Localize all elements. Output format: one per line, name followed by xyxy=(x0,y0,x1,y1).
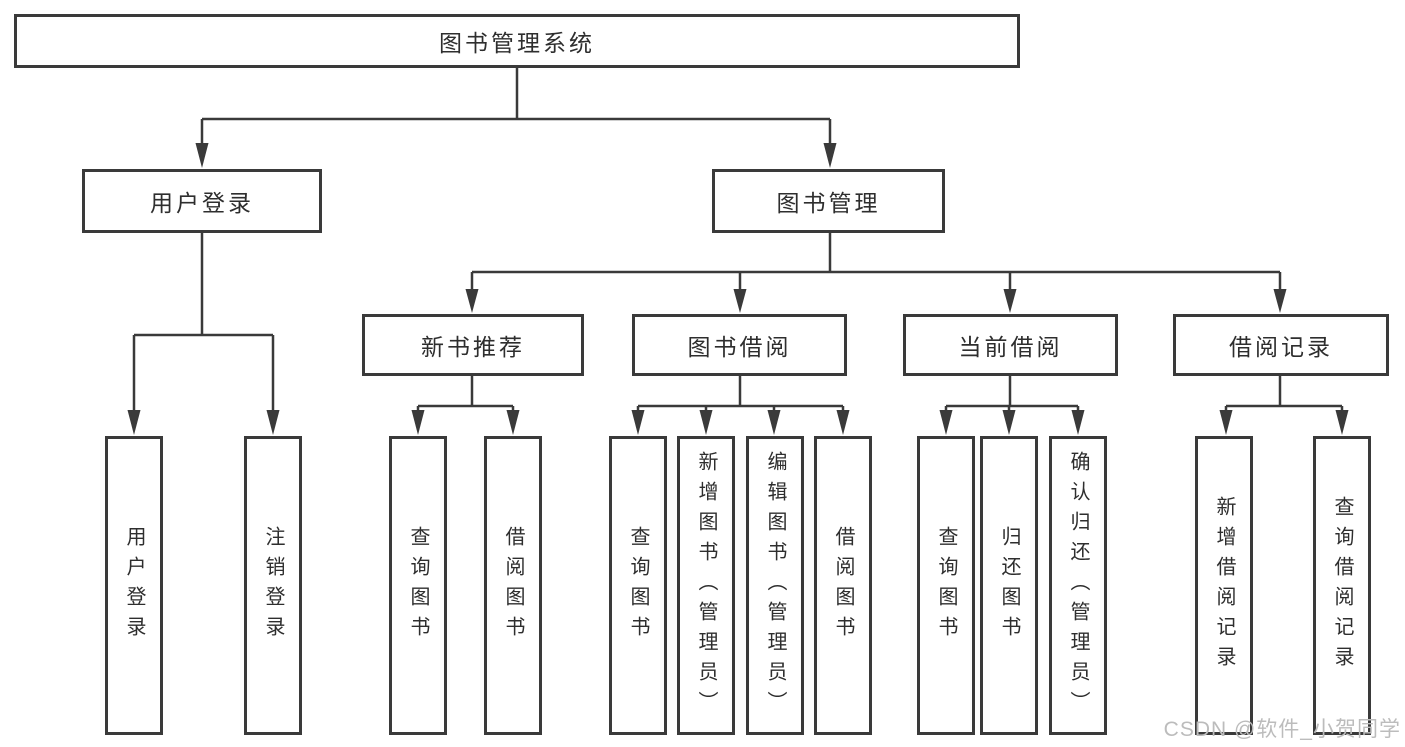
node-book-management-label: 图书管理 xyxy=(776,190,881,216)
leaf-query-books-current-label: 查询图书 xyxy=(935,525,957,646)
node-user-login-label: 用户登录 xyxy=(150,190,254,216)
leaf-user-login: 用户登录 xyxy=(105,436,163,735)
connector-new-book-to-leaves xyxy=(416,376,515,414)
connector-book-borrow-to-leaves xyxy=(636,376,845,414)
node-borrow-records: 借阅记录 xyxy=(1173,314,1389,376)
leaf-confirm-return-admin-label: 确认归还（管理员） xyxy=(1067,450,1089,721)
connector-root-to-level2 xyxy=(200,68,832,144)
connector-book-management-to-level3 xyxy=(470,233,1282,291)
connector-current-borrow-to-leaves xyxy=(944,376,1080,414)
leaf-add-borrow-record: 新增借阅记录 xyxy=(1195,436,1253,735)
leaf-edit-book-admin: 编辑图书（管理员） xyxy=(746,436,804,735)
leaf-query-borrow-record-label: 查询借阅记录 xyxy=(1331,495,1353,676)
leaf-query-books-current: 查询图书 xyxy=(917,436,975,735)
leaf-borrow-books-recommend-label: 借阅图书 xyxy=(502,525,524,646)
node-user-login: 用户登录 xyxy=(82,169,322,233)
leaf-logout-label: 注销登录 xyxy=(262,525,284,646)
node-new-book-recommend: 新书推荐 xyxy=(362,314,584,376)
leaf-borrow-books-recommend: 借阅图书 xyxy=(484,436,542,735)
arrowheads xyxy=(127,143,1349,435)
leaf-borrow-books-label: 借阅图书 xyxy=(832,525,854,646)
leaf-add-borrow-record-label: 新增借阅记录 xyxy=(1213,495,1235,676)
node-borrow-records-label: 借阅记录 xyxy=(1229,334,1333,360)
leaf-query-books-borrow-label: 查询图书 xyxy=(627,525,649,646)
leaf-add-book-admin: 新增图书（管理员） xyxy=(677,436,735,735)
node-library-management-system-label: 图书管理系统 xyxy=(439,30,595,56)
leaf-user-login-label: 用户登录 xyxy=(123,525,145,646)
node-book-borrow-label: 图书借阅 xyxy=(687,334,792,360)
leaf-query-books-recommend-label: 查询图书 xyxy=(407,525,429,646)
leaf-query-books-borrow: 查询图书 xyxy=(609,436,667,735)
connector-borrow-records-to-leaves xyxy=(1224,376,1344,414)
node-library-management-system: 图书管理系统 xyxy=(14,14,1020,68)
leaf-confirm-return-admin: 确认归还（管理员） xyxy=(1049,436,1107,735)
node-new-book-recommend-label: 新书推荐 xyxy=(421,334,525,360)
leaf-return-book: 归还图书 xyxy=(980,436,1038,735)
node-current-borrow-label: 当前借阅 xyxy=(958,334,1063,360)
node-book-management: 图书管理 xyxy=(712,169,945,233)
node-book-borrow: 图书借阅 xyxy=(632,314,847,376)
watermark: CSDN @软件_小贺同学 xyxy=(1163,718,1401,741)
leaf-borrow-books: 借阅图书 xyxy=(814,436,872,735)
node-current-borrow: 当前借阅 xyxy=(903,314,1118,376)
leaf-edit-book-admin-label: 编辑图书（管理员） xyxy=(764,450,786,721)
leaf-query-books-recommend: 查询图书 xyxy=(389,436,447,735)
leaf-return-book-label: 归还图书 xyxy=(998,525,1020,646)
leaf-query-borrow-record: 查询借阅记录 xyxy=(1313,436,1371,735)
leaf-add-book-admin-label: 新增图书（管理员） xyxy=(695,450,717,721)
leaf-logout: 注销登录 xyxy=(244,436,302,735)
connector-user-login-to-leaves xyxy=(132,233,275,412)
